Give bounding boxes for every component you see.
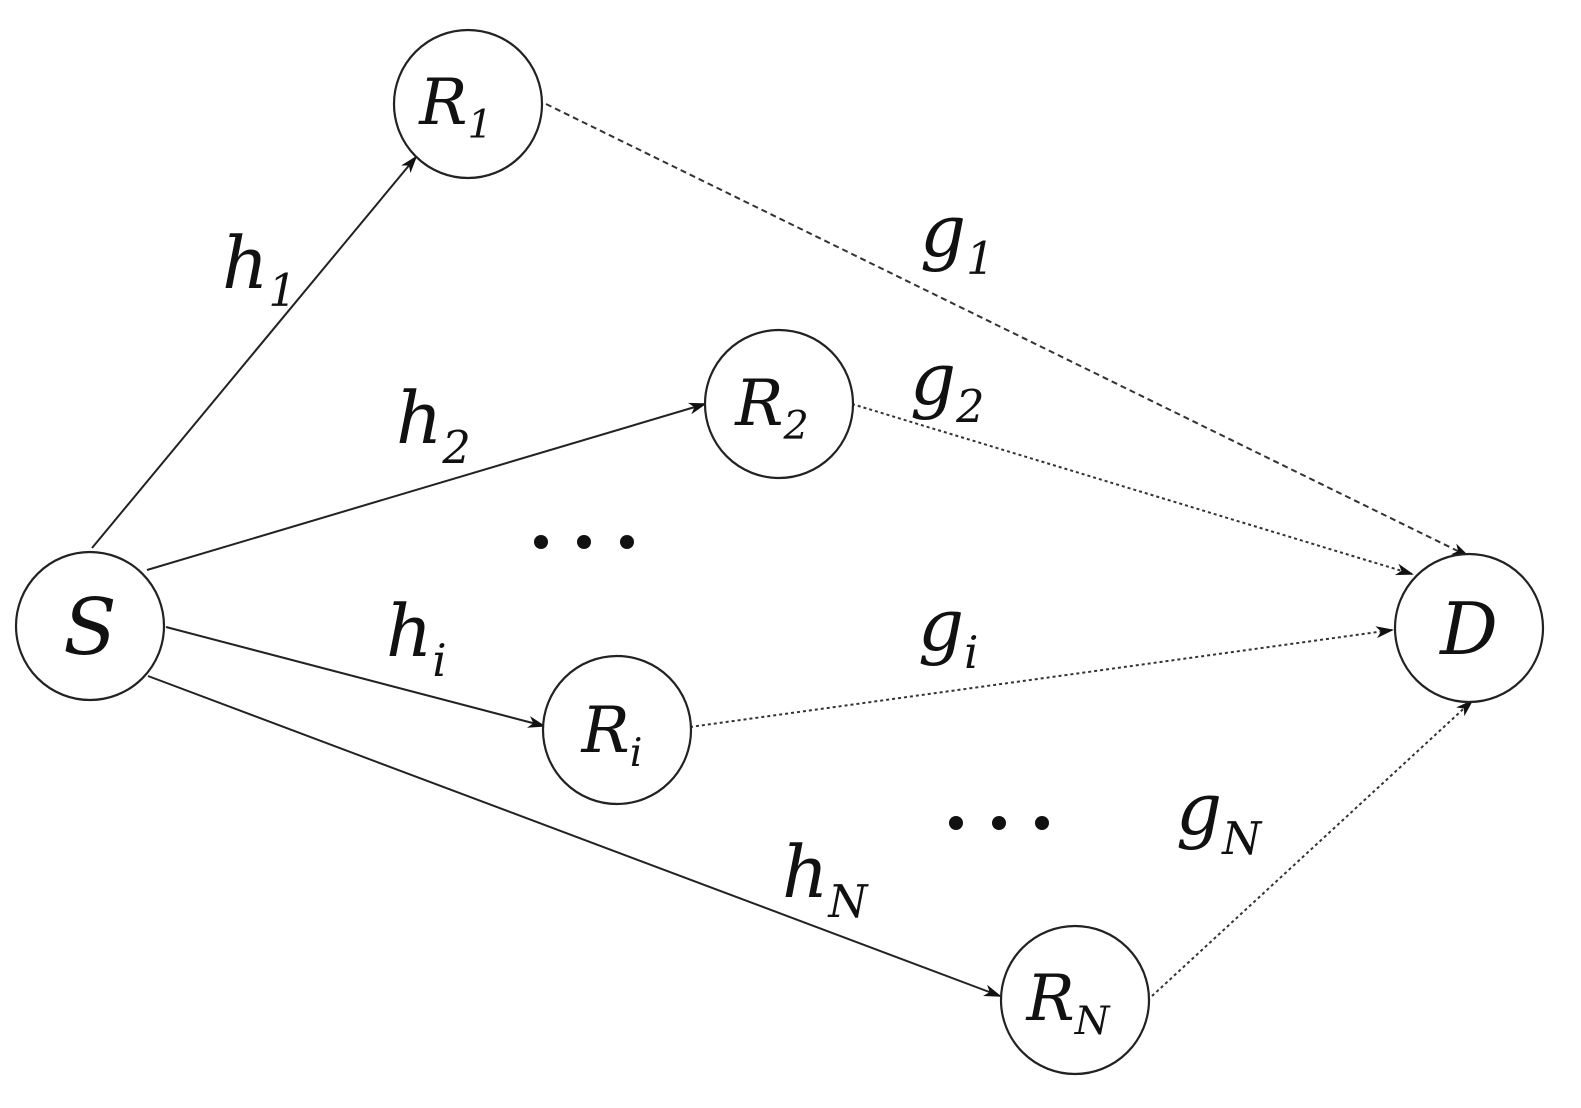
node-ri: Ri (541, 654, 693, 806)
label-g2: g2 (910, 337, 985, 433)
node-r1: R1 (392, 28, 544, 180)
edge-rn-d (1151, 699, 1474, 997)
node-s: S (14, 550, 166, 702)
svg-text:S: S (63, 583, 116, 673)
label-g1: g1 (920, 189, 995, 285)
edge-s-ri (165, 626, 546, 728)
node-d: D (1393, 552, 1545, 704)
edge-s-r2 (146, 402, 707, 571)
label-gn: gN (1176, 767, 1263, 865)
edge-r1-d (545, 103, 1470, 557)
label-h1: h1 (222, 221, 297, 317)
svg-text:RN: RN (1026, 962, 1111, 1044)
ellipsis-top: ... (534, 535, 634, 549)
edge-r2-d (851, 403, 1414, 576)
node-r2: R2 (703, 328, 855, 480)
svg-text:R1: R1 (418, 66, 492, 148)
svg-text:Ri: Ri (581, 694, 643, 776)
svg-text:R2: R2 (734, 367, 808, 449)
svg-text:D: D (1438, 587, 1498, 671)
label-h2: h2 (396, 376, 471, 474)
ellipsis-bottom: ... (949, 816, 1049, 830)
label-hn: hN (782, 830, 869, 928)
edge-ri-d (689, 626, 1394, 728)
node-rn: RN (999, 924, 1151, 1076)
label-gi: gi (918, 583, 978, 679)
label-hi: hi (386, 589, 447, 687)
edge-s-rn (147, 675, 1002, 997)
edge-s-r1 (91, 155, 418, 549)
